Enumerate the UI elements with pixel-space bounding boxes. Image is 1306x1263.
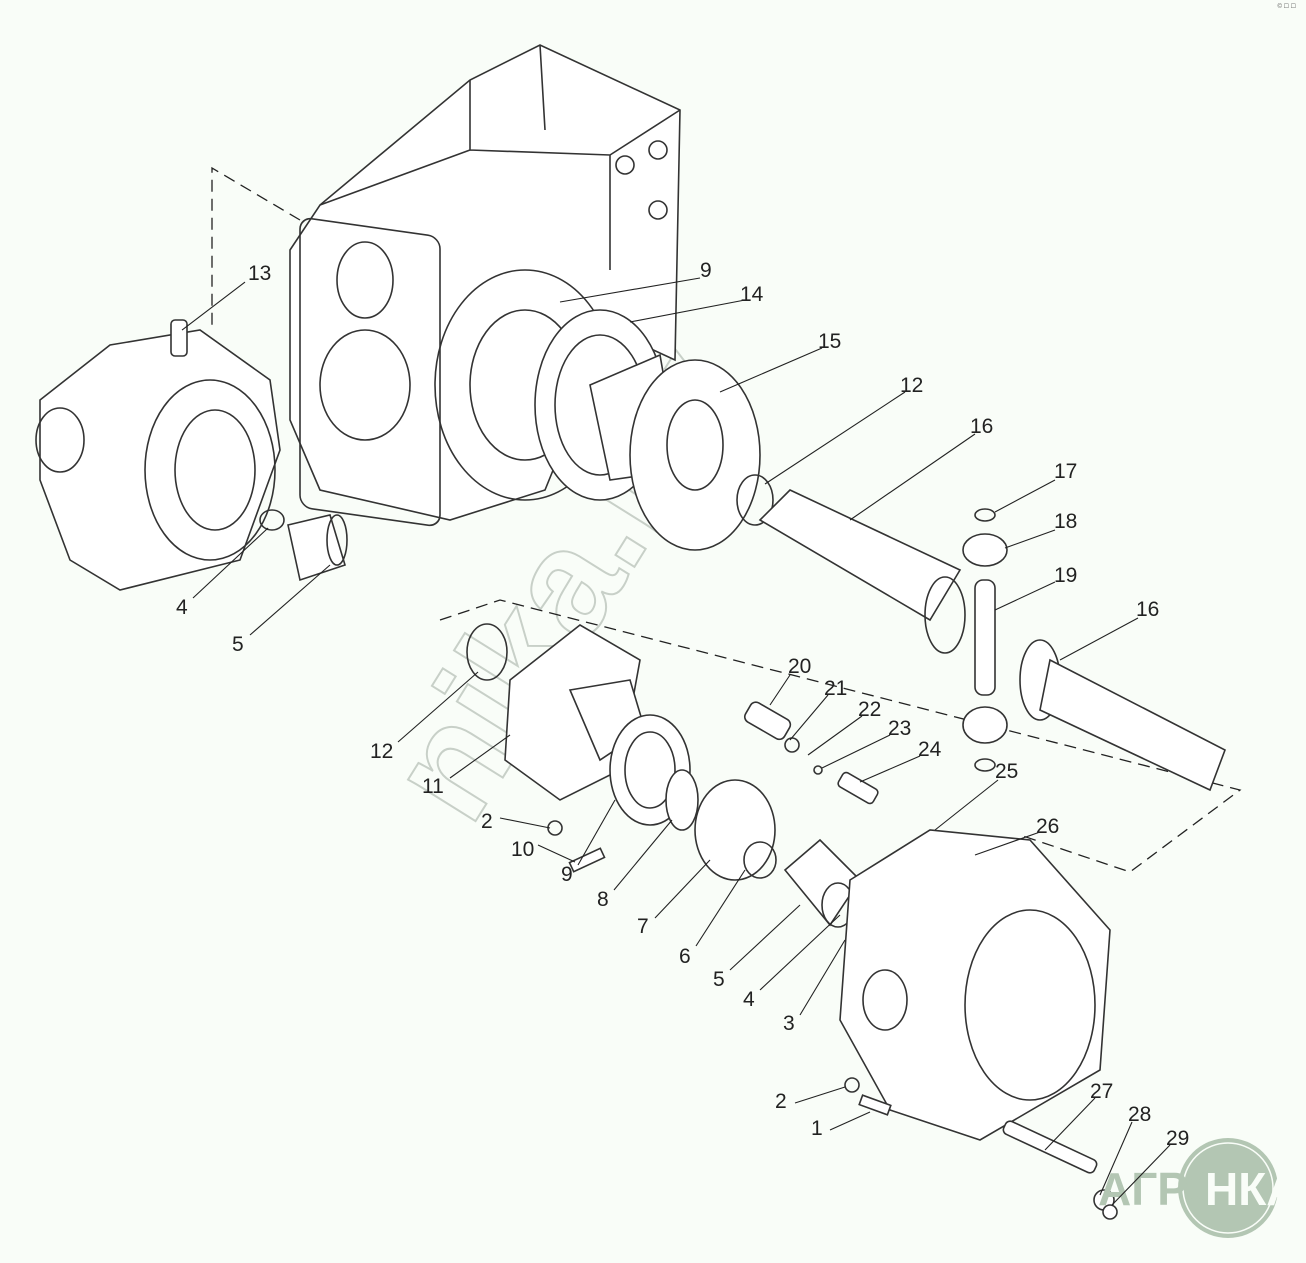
callout-12: 12 <box>370 740 393 763</box>
callout-2: 2 <box>775 1090 787 1113</box>
callout-6: 6 <box>679 945 691 968</box>
callout-12: 12 <box>900 374 923 397</box>
callout-2: 2 <box>481 810 493 833</box>
axle-shafts <box>758 489 1226 792</box>
callout-23: 23 <box>888 717 911 740</box>
callout-10: 10 <box>511 838 534 861</box>
callout-5: 5 <box>713 968 725 991</box>
callout-9: 9 <box>561 863 573 886</box>
callout-22: 22 <box>858 698 881 721</box>
callout-8: 8 <box>597 888 609 911</box>
callout-26: 26 <box>1036 815 1059 838</box>
corner-mark: © ☐ ☐ <box>1277 4 1296 10</box>
callout-14: 14 <box>740 283 764 306</box>
callout-29: 29 <box>1166 1127 1189 1150</box>
logo-text-right: НКА <box>1205 1163 1300 1215</box>
callout-1: 1 <box>811 1117 823 1140</box>
differential-assembly <box>534 309 774 551</box>
leader-lines <box>181 277 1171 1206</box>
left-cover <box>35 319 348 591</box>
agronika-logo: АГРО НКА <box>1098 1138 1300 1238</box>
callout-13: 13 <box>248 262 271 285</box>
callout-11: 11 <box>422 775 444 798</box>
callout-21: 21 <box>824 677 847 700</box>
callout-7: 7 <box>637 915 649 938</box>
callout-4: 4 <box>743 988 755 1011</box>
callout-4: 4 <box>176 596 188 619</box>
callout-9: 9 <box>700 259 712 282</box>
callout-19: 19 <box>1054 564 1077 587</box>
callout-3: 3 <box>783 1012 795 1035</box>
final-drive-assembly <box>466 623 1118 1220</box>
callout-labels: 13 9 14 15 12 16 17 18 19 16 4 5 20 21 2… <box>176 259 1189 1150</box>
callout-27: 27 <box>1090 1080 1113 1103</box>
callout-15: 15 <box>818 330 841 353</box>
callout-20: 20 <box>788 655 811 678</box>
callout-16: 16 <box>970 415 993 438</box>
main-housing <box>289 44 681 527</box>
callout-18: 18 <box>1054 510 1077 533</box>
callout-25: 25 <box>995 760 1018 783</box>
assembly-line-top <box>211 166 1242 873</box>
logo-text-left: АГРО <box>1098 1163 1223 1215</box>
callout-5: 5 <box>232 633 244 656</box>
callout-24: 24 <box>918 738 942 761</box>
callout-17: 17 <box>1054 460 1077 483</box>
callout-28: 28 <box>1128 1103 1151 1126</box>
callout-16: 16 <box>1136 598 1159 621</box>
